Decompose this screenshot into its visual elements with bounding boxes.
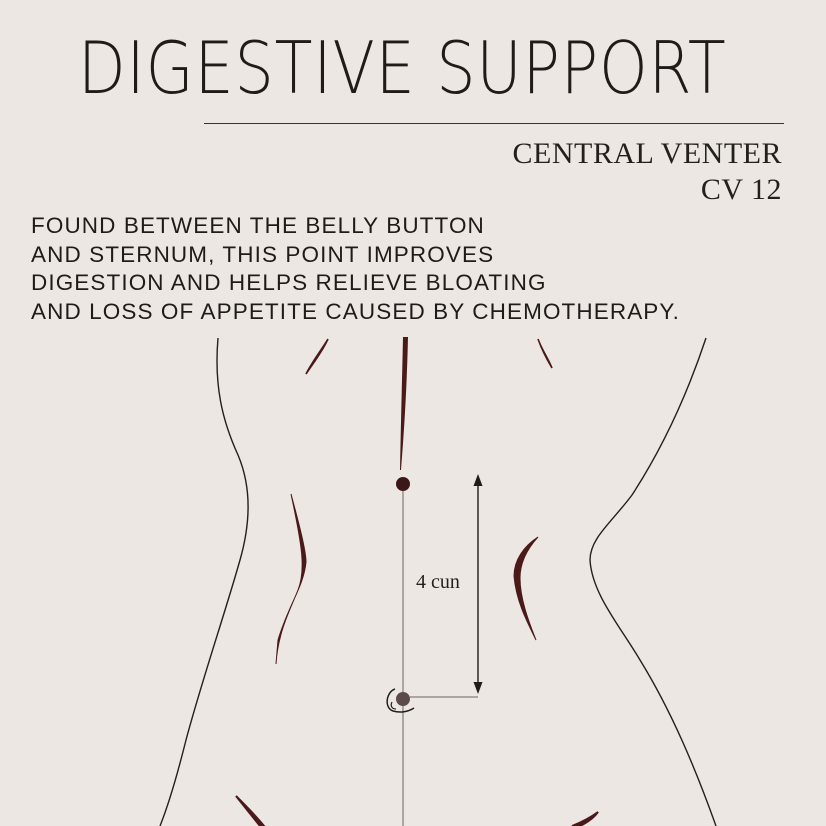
right-body-outline [589,337,717,826]
right-oblique-contour [513,536,539,641]
description-line: FOUND BETWEEN THE BELLY BUTTON [31,213,485,238]
description-line: AND LOSS OF APPETITE CAUSED BY CHEMOTHER… [31,298,680,324]
title-divider [204,123,784,124]
acupoint-code: CV 12 [700,173,782,206]
left-body-outline [159,337,249,826]
navel-icon [386,688,415,713]
description-line: AND STERNUM, THIS POINT IMPROVES [31,241,495,267]
description-line: DIGESTION AND HELPS RELIEVE BLOATING [31,270,547,295]
measurement-arrow [473,474,483,694]
acupoint-cv12-marker [396,477,410,491]
measurement-label: 4 cun [416,571,460,593]
left-rib-contour [305,338,329,375]
acupoint-name: CENTRAL VENTER [512,137,782,170]
right-hip-contour [571,811,599,826]
poster-title: DIGESTIVE SUPPORT [78,26,727,110]
sternum-line [400,337,408,470]
left-hip-contour [235,795,266,826]
right-rib-contour [537,338,553,369]
description-text: FOUND BETWEEN THE BELLY BUTTON AND STERN… [31,212,680,326]
acupoint-heading: CENTRAL VENTER CV 12 [513,136,783,208]
left-oblique-contour [275,493,307,665]
